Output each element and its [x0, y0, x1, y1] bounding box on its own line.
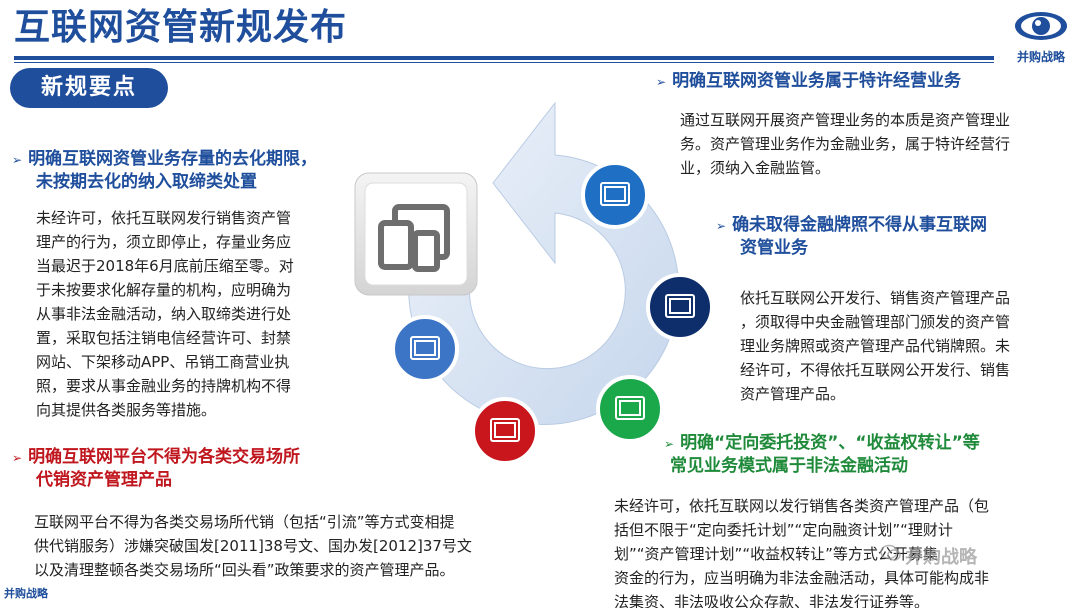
ad-tablet-icon [600, 182, 630, 206]
right-sec2-body: 依托互联网公开发行、销售资产管理产品 ，须取得中央金融管理部门颁发的资产管 理业… [740, 289, 1011, 403]
wechat-icon [880, 544, 901, 561]
bubble-4 [471, 397, 539, 465]
right-sec3-body: 未经许可，依托互联网以发行销售各类资产管理产品（包 括但不限于“定向委托计划”“… [614, 497, 990, 608]
cycle-diagram [354, 101, 714, 465]
right-sec1-title: ➢明确互联网资管业务属于特许经营业务 [656, 71, 962, 91]
arrow-bullet-icon: ➢ [716, 219, 727, 233]
watermark-text: 并购战略 [905, 547, 977, 568]
ad-tablet-icon [665, 294, 695, 318]
right-sec1-body: 通过互联网开展资产管理业务的本质是资产管理业 务。资产管理业务作为金融业务，属于… [680, 111, 1011, 177]
ad-tablet-icon [410, 336, 440, 360]
bubble-1 [581, 161, 649, 229]
left-sec2-body: 互联网平台不得为各类交易场所代销（包括“引流”等方式变相提 供代销服务）涉嫌突破… [34, 513, 472, 579]
logo-text: 并购战略 [1016, 50, 1065, 64]
left-sec1-title: ➢明确互联网资管业务存量的去化期限， 未按期去化的纳入取缔类处置 [12, 149, 318, 192]
eye-logo-icon [1015, 12, 1067, 40]
ad-tablet-icon [490, 418, 520, 442]
page-title: 互联网资管新规发布 [14, 7, 348, 48]
title-divider [14, 56, 994, 60]
arrow-bullet-icon: ➢ [664, 437, 675, 451]
right-sec3-title: ➢明确“定向委托投资”、“收益权转让”等 常见业务模式属于非法金融活动 [664, 433, 980, 476]
center-devices-box [354, 172, 478, 296]
left-sec1-body: 未经许可，依托互联网发行销售资产管 理产的行为，须立即停止，存量业务应 当最迟于… [36, 209, 294, 419]
devices-icon [378, 204, 450, 272]
title-divider-thin [14, 62, 994, 63]
right-sec2-title: ➢确未取得金融牌照不得从事互联网 资管业务 [716, 215, 988, 258]
left-sec2-title: ➢明确互联网平台不得为各类交易场所 代销资产管理产品 [12, 447, 301, 490]
arrow-bullet-icon: ➢ [12, 153, 23, 167]
footer-logo: 并购战略 [4, 587, 48, 600]
ad-tablet-icon [615, 396, 645, 420]
arrow-bullet-icon: ➢ [12, 451, 23, 465]
bubble-3 [596, 375, 664, 443]
arrow-bullet-icon: ➢ [656, 75, 667, 89]
bubble-5 [391, 315, 459, 383]
bubble-2 [646, 273, 714, 341]
section-pill: 新规要点 [10, 68, 168, 108]
